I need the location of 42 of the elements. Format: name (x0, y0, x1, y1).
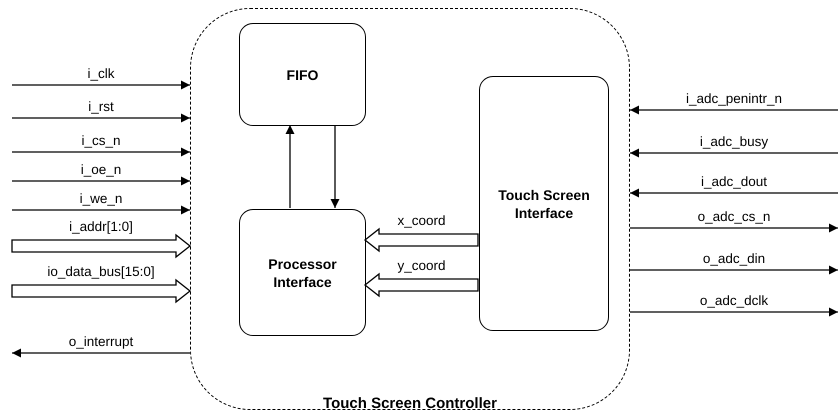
signal-label: i_clk (88, 66, 114, 81)
signal-label: i_rst (88, 99, 114, 114)
signal-label: i_addr[1:0] (69, 219, 133, 234)
signal-arrow (12, 206, 190, 214)
bus-arrow (11, 278, 192, 304)
signal-label: i_adc_busy (700, 134, 768, 149)
module-label: FIFO (286, 66, 318, 84)
signal-arrow (12, 148, 190, 156)
signal-arrow (286, 125, 294, 208)
signal-label: o_adc_dclk (700, 293, 768, 308)
system-boundary (190, 8, 630, 410)
module-label: Touch Screen Interface (497, 186, 591, 222)
bus-arrow (364, 228, 479, 252)
signal-arrow (630, 148, 838, 158)
signal-arrow (630, 224, 838, 232)
signal-label: o_adc_din (702, 251, 766, 266)
bus-arrow (11, 234, 192, 258)
signal-label: o_adc_cs_n (698, 209, 770, 224)
signal-label: x_coord (397, 213, 446, 228)
signal-label: i_adc_dout (700, 174, 768, 189)
signal-arrow (12, 80, 190, 90)
signal-label: i_adc_penintr_n (686, 91, 782, 106)
signal-arrow (12, 348, 190, 358)
signal-label: i_oe_n (80, 162, 122, 177)
signal-arrow (330, 125, 340, 208)
signal-arrow (630, 266, 838, 274)
signal-arrow (12, 114, 190, 122)
signal-label: i_cs_n (81, 133, 121, 148)
signal-arrow (630, 188, 838, 198)
module-label: Processor Interface (267, 254, 338, 290)
module-box (479, 76, 609, 331)
signal-label: y_coord (397, 258, 446, 273)
signal-arrow (12, 176, 190, 186)
signal-arrow (630, 308, 838, 316)
bus-arrow (364, 272, 479, 298)
signal-arrow (630, 106, 838, 114)
signal-label: io_data_bus[15:0] (47, 264, 155, 279)
module-box (239, 209, 366, 336)
module-box (239, 23, 366, 126)
block-title: Touch Screen Controller (322, 395, 498, 412)
signal-label: i_we_n (80, 191, 122, 206)
signal-label: o_interrupt (68, 334, 134, 349)
